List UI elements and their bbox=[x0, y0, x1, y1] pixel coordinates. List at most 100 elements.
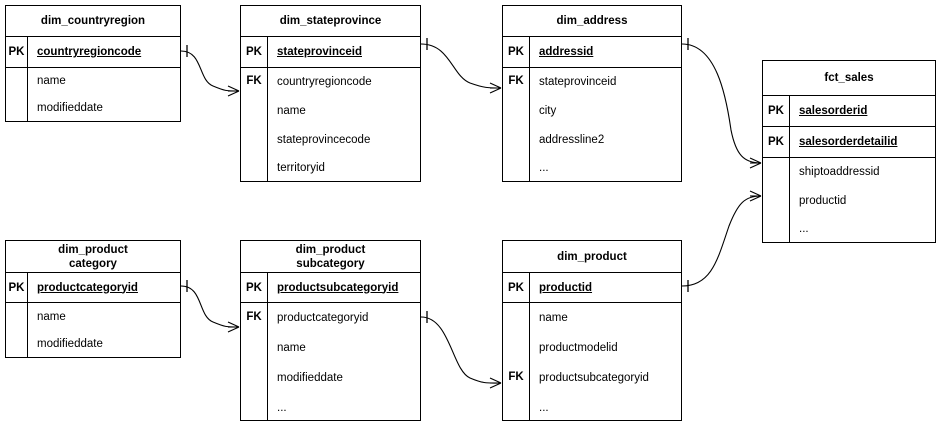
attribute-row[interactable]: shiptoaddressid bbox=[799, 166, 880, 178]
key-badge-fk: FK bbox=[246, 75, 262, 87]
entity-title-dim_stateprovince: dim_stateprovince bbox=[241, 6, 420, 37]
attribute-list: name modifieddate bbox=[28, 303, 180, 358]
attribute-row[interactable]: ... bbox=[277, 401, 287, 414]
relationship-line bbox=[420, 316, 502, 384]
cardinality-many-crowsfoot bbox=[489, 82, 502, 94]
pk-row[interactable]: PK addressid bbox=[503, 37, 681, 68]
attribute-row[interactable]: name bbox=[277, 342, 306, 354]
relationship-product-to-fctsales[interactable] bbox=[681, 190, 762, 292]
attribute-name: productcategoryid bbox=[37, 281, 138, 294]
key-badge-pk: PK bbox=[241, 37, 268, 67]
pk-row[interactable]: PK productid bbox=[503, 273, 681, 303]
cardinality-many-crowsfoot bbox=[227, 321, 240, 333]
attribute-row[interactable]: countryregioncode bbox=[277, 76, 372, 88]
attribute-block: FK name productmodelid productsubcategoryid… bbox=[503, 303, 681, 421]
key-badge-fk: FK bbox=[508, 75, 524, 87]
attribute-name: stateprovinceid bbox=[277, 46, 362, 58]
relationship-productcategory-to-subcategory[interactable] bbox=[180, 280, 240, 333]
relationship-countryregion-to-stateprovince[interactable] bbox=[180, 45, 240, 97]
cardinality-many-crowsfoot bbox=[227, 85, 240, 97]
cardinality-many-crowsfoot bbox=[489, 377, 502, 389]
attribute-block: shiptoaddressid productid... bbox=[763, 158, 935, 243]
attribute-row[interactable]: ... bbox=[799, 223, 809, 235]
key-gutter bbox=[6, 303, 28, 358]
attribute-row[interactable]: modifieddate bbox=[37, 101, 103, 114]
entity-title-dim_address: dim_address bbox=[503, 6, 681, 37]
attribute-list: stateprovinceid city addressline2... bbox=[530, 68, 681, 182]
attribute-row[interactable]: name bbox=[37, 310, 66, 323]
attribute-block: FK stateprovinceid city addressline2... bbox=[503, 68, 681, 182]
key-gutter: FK bbox=[241, 303, 268, 421]
attribute-row[interactable]: modifieddate bbox=[277, 372, 343, 384]
relationship-line bbox=[180, 50, 240, 92]
pk-row[interactable]: PK stateprovinceid bbox=[241, 37, 420, 68]
attribute-list: name modifieddate bbox=[28, 68, 180, 121]
key-badge-pk: PK bbox=[6, 273, 28, 302]
pk-row[interactable]: PK countryregioncode bbox=[6, 37, 180, 68]
attribute-block: FK countryregioncode name stateprovincecode… bbox=[241, 68, 420, 182]
attribute-row[interactable]: city bbox=[539, 104, 557, 117]
entity-title-dim_countryregion: dim_countryregion bbox=[6, 6, 180, 37]
cardinality-many-crowsfoot bbox=[749, 157, 762, 169]
relationship-line bbox=[180, 285, 240, 328]
entity-title-dim_productsubcategory: dim_product subcategory bbox=[241, 241, 420, 273]
key-badge-pk: PK bbox=[503, 37, 530, 67]
attribute-name: countryregioncode bbox=[37, 46, 142, 58]
pk-row[interactable]: PK salesorderdetailid bbox=[763, 127, 935, 158]
attribute-row[interactable]: productcategoryid bbox=[277, 312, 369, 324]
attribute-row[interactable]: stateprovinceid bbox=[539, 76, 617, 88]
attribute-row[interactable]: ... bbox=[539, 162, 549, 174]
attribute-row[interactable]: ... bbox=[539, 401, 549, 414]
key-badge-pk: PK bbox=[763, 96, 790, 126]
key-gutter: FK bbox=[503, 68, 530, 182]
key-gutter bbox=[6, 68, 28, 121]
entity-title-fct_sales: fct_sales bbox=[763, 61, 935, 96]
attribute-name: salesorderdetailid bbox=[799, 136, 898, 148]
attribute-list: shiptoaddressid productid... bbox=[790, 158, 935, 243]
attribute-list: productcategoryid name modifieddate... bbox=[268, 303, 420, 421]
key-badge-pk: PK bbox=[6, 37, 28, 67]
attribute-row[interactable]: addressline2 bbox=[539, 133, 605, 146]
pk-row[interactable]: PK productcategoryid bbox=[6, 273, 180, 303]
attribute-block: name modifieddate bbox=[6, 303, 180, 358]
attribute-row[interactable]: productid bbox=[799, 194, 847, 207]
attribute-row[interactable]: territoryid bbox=[277, 162, 325, 174]
pk-row[interactable]: PK salesorderid bbox=[763, 96, 935, 127]
key-gutter: FK bbox=[503, 303, 530, 421]
attribute-row[interactable]: productmodelid bbox=[539, 342, 618, 354]
key-badge-pk: PK bbox=[763, 127, 790, 157]
attribute-name: productid bbox=[539, 281, 593, 294]
attribute-block: name modifieddate bbox=[6, 68, 180, 121]
attribute-row[interactable]: name bbox=[37, 75, 66, 87]
attribute-row[interactable]: stateprovincecode bbox=[277, 133, 371, 146]
attribute-row[interactable]: modifieddate bbox=[37, 338, 103, 350]
key-badge-pk: PK bbox=[503, 273, 530, 302]
attribute-row[interactable]: name bbox=[539, 312, 568, 324]
key-gutter bbox=[763, 158, 790, 243]
entity-title-dim_productcategory: dim_product category bbox=[6, 241, 180, 273]
entity-title-dim_product: dim_product bbox=[503, 241, 681, 273]
attribute-name: salesorderid bbox=[799, 105, 868, 117]
key-badge-pk: PK bbox=[241, 273, 268, 302]
relationship-address-to-fctsales[interactable] bbox=[681, 38, 762, 169]
relationship-productsubcategory-to-product[interactable] bbox=[420, 311, 502, 389]
attribute-list: name productmodelid productsubcategoryid..… bbox=[530, 303, 681, 421]
attribute-row[interactable]: productsubcategoryid bbox=[539, 372, 649, 384]
attribute-row[interactable]: name bbox=[277, 104, 306, 117]
attribute-name: addressid bbox=[539, 46, 594, 58]
key-gutter: FK bbox=[241, 68, 268, 182]
key-badge-fk: FK bbox=[246, 311, 262, 323]
attribute-list: countryregioncode name stateprovincecode te… bbox=[268, 68, 420, 182]
cardinality-many-crowsfoot bbox=[749, 190, 762, 202]
relationship-stateprovince-to-address[interactable] bbox=[420, 38, 502, 94]
relationship-line bbox=[681, 43, 762, 164]
